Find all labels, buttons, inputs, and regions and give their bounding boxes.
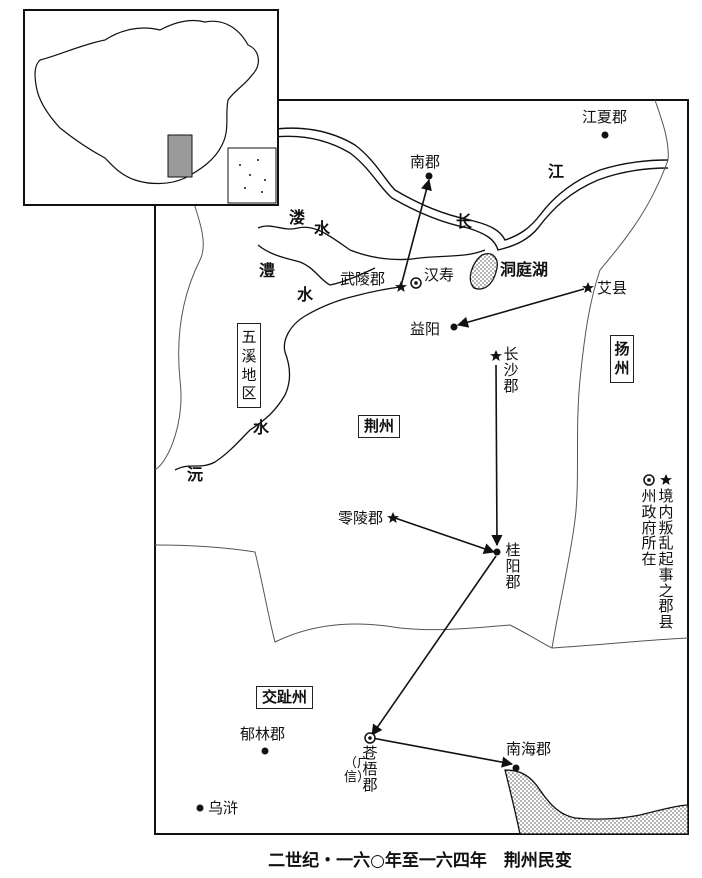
river-label-lou-shui: 水 xyxy=(314,219,331,238)
region-wuxi: 五溪地区 xyxy=(237,323,261,408)
star-lingling xyxy=(387,512,399,523)
river-label-yuan: 沅 xyxy=(187,465,204,484)
river-label-li-shui: 水 xyxy=(297,285,314,304)
legend-star-symbol xyxy=(660,474,672,485)
star-aixian xyxy=(582,282,594,293)
label-aixian: 艾县 xyxy=(597,279,628,297)
river-label-lou: 溇 xyxy=(289,208,306,227)
label-yulin: 郁林郡 xyxy=(240,725,286,743)
inset-china-map xyxy=(23,9,279,206)
lake-label-dongting: 洞庭湖 xyxy=(500,260,549,279)
revolt-arrows xyxy=(371,178,585,768)
region-jingzhou: 荆州 xyxy=(358,415,401,438)
river-label-yuan-shui: 水 xyxy=(253,418,270,437)
marker-nanhai xyxy=(512,764,520,772)
revolt-stars xyxy=(387,281,672,523)
label-yiyang: 益阳 xyxy=(410,320,441,338)
river-label-li: 澧 xyxy=(259,261,276,280)
yuan-river xyxy=(174,286,401,471)
label-guangxin: （广信） xyxy=(344,756,371,785)
capital-markers xyxy=(364,277,655,744)
main-map-frame xyxy=(154,99,689,835)
lou-li-rivers xyxy=(257,225,486,286)
label-changsha: 长沙郡 xyxy=(503,345,519,395)
south-coast xyxy=(504,769,689,835)
label-hanshou: 汉寿 xyxy=(424,266,455,284)
river-label-jiang: 江 xyxy=(548,162,565,181)
label-nanhai: 南海郡 xyxy=(506,740,552,758)
marker-wuhu xyxy=(196,804,204,812)
legend-capital-text: 州政府所在 xyxy=(641,487,657,568)
marker-yiyang xyxy=(450,323,458,331)
map-caption: 二世纪・一六○年至一六四年 荆州民变 xyxy=(268,851,572,871)
label-cangwu: 苍梧郡 xyxy=(362,744,378,794)
dongting-lake-shape xyxy=(469,253,498,290)
legend-revolt-text: 境内叛乱起事之郡县 xyxy=(658,487,674,631)
marker-nanjun xyxy=(425,172,433,180)
label-nanjun: 南郡 xyxy=(410,153,441,171)
commandery-dots xyxy=(196,131,609,812)
label-wuling: 武陵郡 xyxy=(340,270,386,288)
label-jiangxia: 江夏郡 xyxy=(582,108,628,126)
marker-guiyang xyxy=(493,548,501,556)
label-lingling: 零陵郡 xyxy=(338,509,384,527)
star-wuling xyxy=(395,281,407,292)
marker-jiangxia xyxy=(601,131,609,139)
label-wuhu: 乌浒 xyxy=(208,799,239,817)
star-changsha xyxy=(490,350,502,361)
marker-yulin xyxy=(261,747,269,755)
region-jiaozhi: 交趾州 xyxy=(256,686,314,709)
province-boundaries xyxy=(154,99,689,649)
yangtze-river xyxy=(265,127,669,251)
region-yangzhou: 扬州 xyxy=(610,335,634,383)
river-label-chang: 长 xyxy=(456,212,473,231)
label-guiyang: 桂阳郡 xyxy=(505,541,521,591)
inset-highlight-region xyxy=(167,134,193,178)
